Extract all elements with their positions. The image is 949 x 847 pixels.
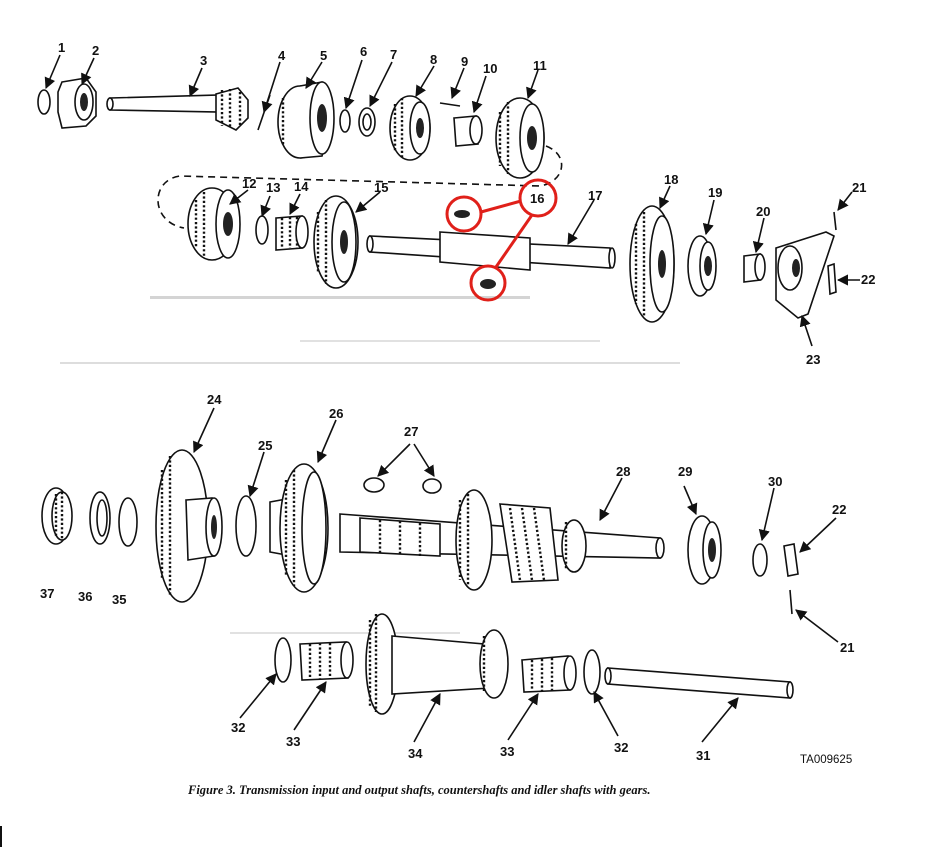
part-28-countershaft — [339, 489, 665, 591]
callout: 21 — [840, 640, 854, 655]
part-33-bearing-right — [521, 655, 577, 693]
part-27-key-right — [422, 478, 442, 494]
part-10-bushing — [453, 115, 483, 147]
dashed-path — [157, 145, 563, 229]
callout: 13 — [266, 180, 280, 195]
callout: 18 — [664, 172, 678, 187]
figure-reference-code: TA009625 — [800, 754, 853, 766]
callout: 1 — [58, 40, 65, 55]
callout: 30 — [768, 474, 782, 489]
highlight-line-upper — [480, 199, 522, 214]
part-18-gear — [629, 205, 675, 323]
part-15-gear — [313, 195, 359, 289]
callout: 4 — [278, 48, 286, 63]
part-33-bearing-left — [299, 641, 354, 681]
callout: 12 — [242, 176, 256, 191]
callout: 33 — [500, 744, 514, 759]
part-6-ring — [339, 109, 351, 133]
callout: 16 — [530, 191, 544, 206]
highlight-line-lower — [494, 214, 534, 268]
callout: 27 — [404, 424, 418, 439]
callout-numbers: 1 2 3 4 5 6 7 8 9 10 11 12 13 14 15 16 1… — [40, 40, 875, 763]
red-highlight-annotation — [445, 178, 558, 302]
callout: 36 — [78, 589, 92, 604]
part-13-ring — [255, 215, 269, 245]
callout: 24 — [207, 392, 222, 407]
callout: 28 — [616, 464, 630, 479]
scan-edge-mark — [0, 826, 2, 847]
callout: 3 — [200, 53, 207, 68]
highlight-circle-key-lower — [469, 264, 507, 302]
highlight-circle-callout-16 — [518, 178, 558, 218]
part-24-gear — [155, 449, 223, 603]
callout: 5 — [320, 48, 327, 63]
part-16-key-upper — [454, 210, 470, 218]
part-17-output-shaft — [366, 231, 616, 271]
part-29-bearing — [687, 515, 722, 585]
part-26-gear — [269, 463, 329, 593]
part-12-synchronizer — [187, 187, 241, 261]
part-37-bearing — [41, 487, 73, 545]
part-5-synchronizer — [277, 81, 335, 159]
callout: 25 — [258, 438, 272, 453]
part-35-ring — [118, 497, 138, 547]
callout: 33 — [286, 734, 300, 749]
scan-noise — [60, 296, 680, 634]
callout: 14 — [294, 179, 309, 194]
callout: 17 — [588, 188, 602, 203]
part-8-gear — [389, 95, 431, 161]
figure-caption: Figure 3. Transmission input and output … — [188, 783, 651, 797]
part-32-ring-right — [583, 649, 601, 695]
callout: 21 — [852, 180, 866, 195]
leader-lines — [44, 54, 860, 743]
part-21-cotter-pin — [833, 211, 837, 231]
callout: 32 — [614, 740, 628, 755]
part-31-idler-shaft — [604, 667, 794, 699]
callout: 6 — [360, 44, 367, 59]
callout: 2 — [92, 43, 99, 58]
part-30-washer — [752, 543, 768, 577]
callout: 22 — [832, 502, 846, 517]
part-32-ring-left — [274, 637, 292, 683]
callout: 32 — [231, 720, 245, 735]
part-25-ring — [235, 495, 257, 557]
callout: 19 — [708, 185, 722, 200]
callout: 31 — [696, 748, 710, 763]
callout: 23 — [806, 352, 820, 367]
part-3-input-shaft — [106, 87, 249, 131]
callout: 9 — [461, 54, 468, 69]
callout: 20 — [756, 204, 770, 219]
part-22-nut — [827, 262, 837, 296]
part-11-gear — [495, 97, 545, 179]
part-1-snap-ring — [37, 89, 51, 115]
part-27-key-left — [363, 477, 385, 493]
part-20-bushing — [743, 253, 766, 283]
part-14-needle-bearing — [275, 215, 309, 251]
part-2-nut — [57, 77, 97, 129]
callout: 35 — [112, 592, 126, 607]
part-22-nut-lower — [783, 543, 799, 577]
part-34-idler-gear — [365, 613, 509, 715]
callout: 8 — [430, 52, 437, 67]
part-16-key-lower — [480, 279, 496, 289]
highlight-circle-key-upper — [445, 195, 483, 233]
callout: 34 — [408, 746, 423, 761]
callout: 11 — [533, 58, 547, 73]
callout: 37 — [40, 586, 54, 601]
callout: 29 — [678, 464, 692, 479]
callout: 7 — [390, 47, 397, 62]
part-9-pin — [439, 102, 461, 107]
callout: 22 — [861, 272, 875, 287]
part-21-pin-lower — [789, 589, 793, 615]
callout: 15 — [374, 180, 388, 195]
callout: 10 — [483, 61, 497, 76]
part-23-flange — [775, 231, 835, 319]
callout: 26 — [329, 406, 343, 421]
part-19-bearing — [687, 235, 717, 297]
